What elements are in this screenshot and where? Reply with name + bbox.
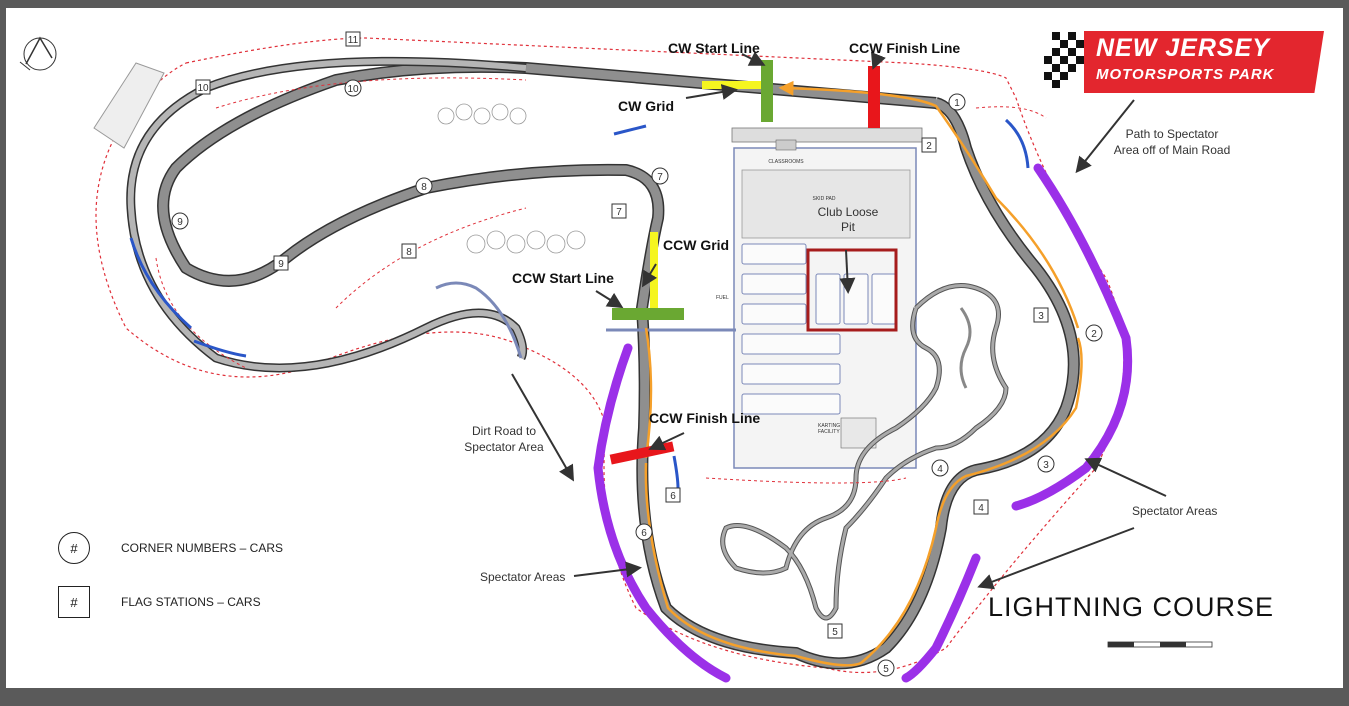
skid-pad [741,169,911,239]
ccw-finish-line-bottom-label: CCW Finish Line [649,410,760,426]
flag-number: 5 [832,627,838,638]
corner-number: 1 [954,98,960,109]
paddock-lots [741,243,897,415]
corner-markers: 1 2 3 4 5 6 7 8 9 10 [171,79,1103,677]
spectator-zones [593,163,1133,683]
corner-number: 4 [937,464,943,475]
ccw-route-line [644,88,1083,667]
logo-title: NEW JERSEY [1096,34,1270,62]
flag-number: 11 [348,35,359,46]
parking-structure [93,62,165,149]
ccw-finish-line-top-marker [868,66,880,128]
club-loose-pit-label-2: Pit [841,220,856,234]
course-title: LIGHTNING COURSE [988,592,1275,622]
classrooms-label: CLASSROOMS [768,159,804,165]
cw-grid-label: CW Grid [618,98,674,114]
corner-number-legend-icon: # [58,532,90,564]
map-frame: CLASSROOMS SKID PAD FUEL KARTING FACILIT… [6,8,1343,688]
cw-start-line-marker [761,60,773,122]
callout-arrows [511,51,1167,590]
ccw-start-line-label: CCW Start Line [512,270,614,286]
ccw-start-line-marker [612,308,684,320]
flag-number: 3 [1038,311,1044,322]
track-map: CLASSROOMS SKID PAD FUEL KARTING FACILIT… [19,31,1231,683]
scale-bar [1107,641,1213,648]
corner-number-legend-label: CORNER NUMBERS – CARS [121,541,284,555]
tree-line-center [466,230,586,254]
inner-fence-center [335,207,527,309]
pit-building [731,127,923,143]
dirt-road-label-1: Dirt Road to [472,424,536,438]
compass-icon [19,36,57,71]
corner-number: 7 [657,172,663,183]
tree-line-north [437,103,527,125]
ccw-grid-marker [650,232,658,308]
outer-west-loop [126,56,528,373]
ccw-grid-label: CCW Grid [663,237,729,253]
njmp-logo: NEW JERSEY MOTORSPORTS PARK [1038,28,1338,100]
flag-number: 10 [197,83,209,94]
logo-banner [1084,31,1324,93]
logo-subtitle: MOTORSPORTS PARK [1096,66,1275,83]
corner-number: 9 [177,217,183,228]
corner-number: 2 [1091,329,1097,340]
path-spectator-label-2: Area off of Main Road [1114,143,1231,157]
access-road [435,281,523,359]
corner-number: 3 [1043,460,1049,471]
flag-number: 6 [670,491,676,502]
karting-label-1: KARTING [818,423,840,429]
spectator-areas-left-label: Spectator Areas [480,570,565,584]
corner-number: 5 [883,664,889,675]
fuel-label: FUEL [716,295,729,301]
flag-station-markers: 2 3 4 5 6 7 8 9 10 11 [195,31,1049,639]
ccw-finish-line-top-label: CCW Finish Line [849,40,960,56]
inner-fence-south [705,477,907,484]
flag-number: 2 [926,141,932,152]
flag-station-legend-icon: # [58,586,90,618]
karting-label-2: FACILITY [818,429,840,435]
path-spectator-label-1: Path to Spectator [1126,127,1219,141]
corner-number: 8 [421,182,427,193]
cw-start-line-label: CW Start Line [668,40,760,56]
classrooms-building [775,139,797,151]
dirt-road-label-2: Spectator Area [464,440,544,454]
inner-fence-west [155,257,247,369]
club-loose-pit-label-1: Club Loose [818,205,879,219]
cw-grid-marker [702,81,764,89]
corner-number: 10 [347,84,359,95]
skid-pad-label: SKID PAD [813,196,836,202]
corner-number: 6 [641,528,647,539]
flag-number: 4 [978,503,984,514]
outer-fence [95,37,1125,674]
spectator-areas-right-label: Spectator Areas [1132,504,1217,518]
club-loose-pit-box [806,248,898,332]
checkered-flag-icon [1044,32,1084,88]
flag-number: 8 [406,247,412,258]
tire-barriers [129,118,1030,489]
karting-inner [959,307,972,389]
inner-fence-ne [975,106,1047,119]
flag-station-legend-label: FLAG STATIONS – CARS [121,595,261,609]
flag-number: 7 [616,207,622,218]
flag-number: 9 [278,259,284,270]
